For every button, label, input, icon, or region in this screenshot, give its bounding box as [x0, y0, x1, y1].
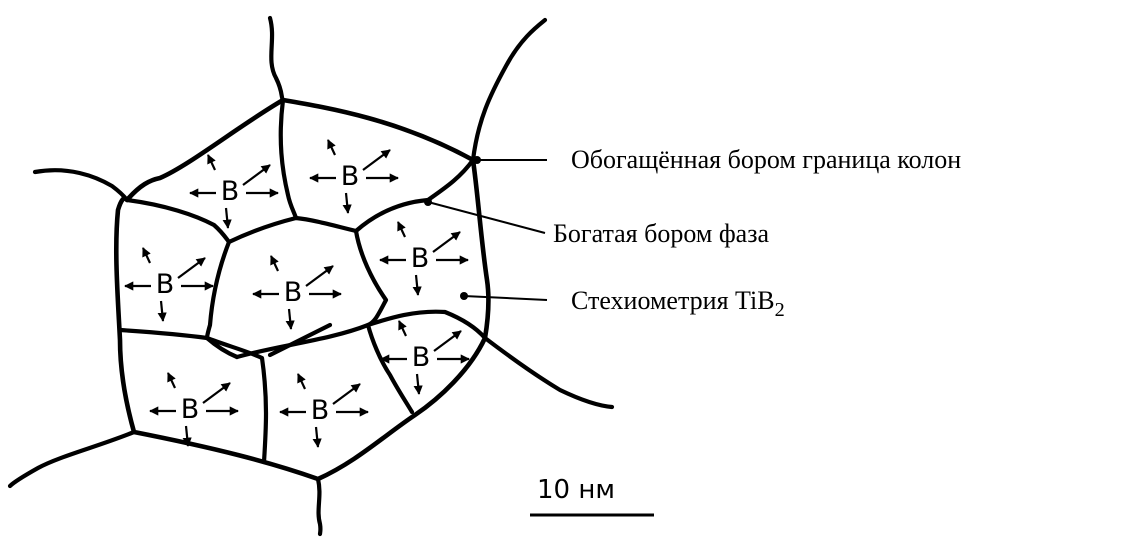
arrow-down	[413, 373, 423, 395]
internal-boundaries	[117, 97, 488, 465]
arrow-up-right	[177, 257, 206, 279]
arrow-down	[312, 426, 322, 448]
boundary-bottom-left	[7, 429, 137, 489]
grain-boundary	[234, 309, 488, 360]
arrow-down	[182, 425, 192, 447]
grain-letter-b: B	[284, 277, 303, 308]
boundary-top-right	[470, 17, 548, 163]
marker-boundary-dot	[473, 156, 481, 164]
grain-boundary	[226, 215, 359, 245]
marker-stoichiometry-dot	[460, 292, 468, 300]
arrow-up-left	[327, 139, 336, 156]
arrow-down	[285, 308, 295, 330]
label-stoichiometry-text: Стехиометрия TiB	[571, 286, 775, 315]
grain-boundary	[353, 228, 389, 328]
boundary-bottom-right	[482, 335, 615, 410]
external-boundaries	[7, 15, 615, 537]
grain-boundary	[124, 197, 232, 245]
marker-phase-dot	[424, 198, 432, 206]
grain-boundary	[204, 335, 269, 465]
boron-grain: B	[189, 154, 279, 229]
arrow-up-right	[305, 265, 334, 287]
boron-grains: B B B B B B B B	[124, 139, 470, 448]
grain-boundary	[365, 322, 415, 415]
label-stoichiometry: Стехиометрия TiB2	[571, 286, 785, 322]
arrow-down	[412, 274, 422, 296]
arrow-up-left	[297, 373, 306, 390]
arrow-up-right	[362, 149, 391, 171]
grain-letter-b: B	[221, 176, 240, 207]
arrow-up-right	[242, 164, 271, 186]
grain-letter-b: B	[181, 394, 200, 425]
arrow-down	[222, 207, 232, 229]
boundary-left	[32, 168, 130, 203]
grain-letter-b: B	[156, 269, 175, 300]
boron-grain: B	[379, 221, 469, 296]
arrow-up-left	[207, 154, 216, 171]
boron-grain: B	[279, 373, 369, 448]
arrow-up-right	[433, 330, 462, 352]
grain-boundary	[278, 97, 299, 221]
arrow-up-right	[202, 382, 231, 404]
boron-grain: B	[380, 320, 470, 395]
grain-letter-b: B	[411, 243, 430, 274]
leader-phase	[427, 201, 546, 234]
boron-grain: B	[252, 255, 342, 330]
arrow-up-right	[332, 383, 361, 405]
arrow-up-left	[398, 320, 407, 337]
boundary-bottom	[315, 476, 323, 537]
grain-boundary	[204, 335, 240, 360]
label-boron-rich-boundary: Обогащённая бором граница колон	[571, 145, 962, 174]
grain-boundary	[204, 239, 232, 341]
grain-letter-b: B	[412, 342, 431, 373]
grain-letter-b: B	[341, 161, 360, 192]
leader-stoichiometry	[463, 295, 548, 301]
arrow-down	[157, 300, 167, 322]
grain-boundary	[267, 322, 333, 358]
arrow-up-right	[432, 231, 461, 253]
arrow-up-left	[270, 255, 279, 272]
boron-grain: B	[309, 139, 399, 214]
arrow-up-left	[142, 247, 151, 264]
grain-boundary	[353, 157, 476, 234]
label-leaders	[424, 156, 548, 301]
label-boron-rich-phase: Богатая бором фаза	[553, 219, 770, 248]
boron-grain: B	[149, 372, 239, 447]
grain-boundary	[117, 327, 210, 341]
label-stoichiometry-subscript: 2	[774, 299, 785, 322]
boundary-top	[267, 15, 286, 103]
arrow-up-left	[167, 372, 176, 389]
arrow-down	[342, 192, 352, 214]
grain-letter-b: B	[311, 395, 330, 426]
scale-bar-label: 10 нм	[537, 475, 615, 505]
arrow-up-left	[397, 221, 406, 238]
boron-grain: B	[124, 247, 214, 322]
